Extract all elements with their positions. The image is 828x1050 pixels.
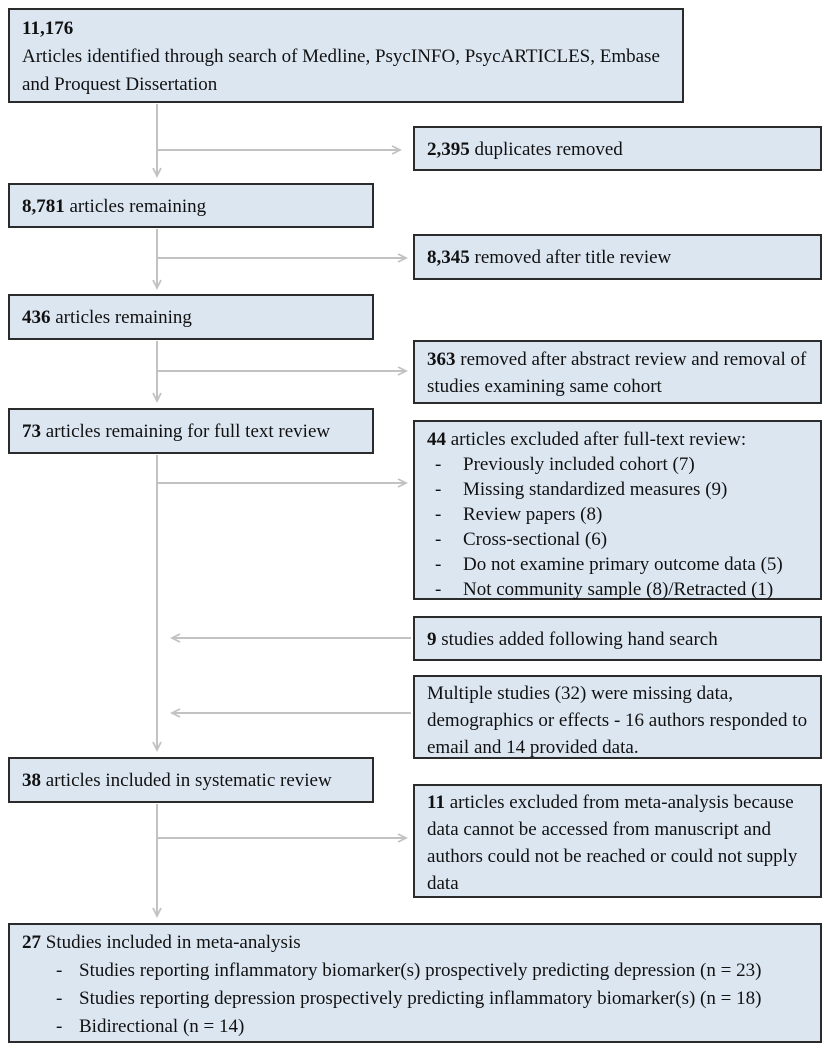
count-remaining-8781: 8,781 <box>22 196 65 217</box>
meta-analysis-item-text: Studies reporting inflammatory biomarker… <box>79 960 762 981</box>
count-remaining-436: 436 <box>22 307 51 328</box>
excluded-reason-text: Previously included cohort (7) <box>463 454 695 475</box>
box-hand-search: 9 studies added following hand search <box>413 616 822 661</box>
excluded-reason-text: Cross-sectional (6) <box>463 529 608 550</box>
label-title-removed: removed after title review <box>469 247 672 268</box>
dash-marker: - <box>435 579 442 600</box>
dash-marker: - <box>435 454 442 475</box>
dash-marker: - <box>435 504 442 525</box>
label-hand-search: studies added following hand search <box>436 629 718 650</box>
meta-analysis-item-text: Bidirectional (n = 14) <box>79 1016 245 1037</box>
excluded-reason-item: -Do not examine primary outcome data (5) <box>427 552 810 577</box>
excluded-reason-item: -Not community sample (8)/Retracted (1) <box>427 577 810 602</box>
box-remaining-8781: 8,781 articles remaining <box>8 183 374 228</box>
meta-analysis-heading: 27 Studies included in meta-analysis <box>22 929 810 957</box>
box-removed-title-review: 8,345 removed after title review <box>413 234 822 280</box>
label-remaining-436: articles remaining <box>50 307 192 328</box>
excluded-reason-text: Review papers (8) <box>463 504 603 525</box>
box-duplicates-removed: 2,395 duplicates removed <box>413 126 822 171</box>
box-fulltext-review: 73 articles remaining for full text revi… <box>8 408 374 454</box>
label-missing-data: Multiple studies (32) were missing data,… <box>427 683 808 758</box>
dash-marker: - <box>435 479 442 500</box>
label-remaining-8781: articles remaining <box>64 196 207 217</box>
count-excluded-meta: 11 <box>427 792 445 813</box>
count-hand-search: 9 <box>427 629 437 650</box>
count-fulltext: 73 <box>22 421 41 442</box>
label-identified: Articles identified through search of Me… <box>22 46 660 95</box>
label-excluded-fulltext: articles excluded after full-text review… <box>446 429 747 450</box>
meta-analysis-item: -Bidirectional (n = 14) <box>22 1013 810 1041</box>
count-abstract-removed: 363 <box>427 349 456 370</box>
label-systematic-review: articles included in systematic review <box>41 770 332 791</box>
count-identified: 11,176 <box>22 18 74 39</box>
box-articles-identified: 11,176 Articles identified through searc… <box>8 8 684 103</box>
box-systematic-review: 38 articles included in systematic revie… <box>8 757 374 803</box>
label-excluded-meta: articles excluded from meta-analysis bec… <box>427 792 798 894</box>
box-remaining-436: 436 articles remaining <box>8 294 374 340</box>
excluded-reason-item: -Cross-sectional (6) <box>427 527 810 552</box>
meta-analysis-item: -Studies reporting inflammatory biomarke… <box>22 957 810 985</box>
dash-marker: - <box>56 988 63 1009</box>
dash-marker: - <box>56 1016 63 1037</box>
count-title-removed: 8,345 <box>427 247 470 268</box>
label-fulltext: articles remaining for full text review <box>41 421 331 442</box>
box-removed-abstract-review: 363 removed after abstract review and re… <box>413 340 822 404</box>
meta-analysis-item-text: Studies reporting depression prospective… <box>79 988 762 1009</box>
box-excluded-fulltext: 44 articles excluded after full-text rev… <box>413 420 822 600</box>
excluded-fulltext-heading: 44 articles excluded after full-text rev… <box>427 427 810 452</box>
count-duplicates: 2,395 <box>427 139 470 160</box>
box-excluded-meta: 11 articles excluded from meta-analysis … <box>413 784 822 898</box>
count-excluded-fulltext: 44 <box>427 429 446 450</box>
excluded-reason-item: -Missing standardized measures (9) <box>427 477 810 502</box>
meta-analysis-item: -Studies reporting depression prospectiv… <box>22 985 810 1013</box>
dash-marker: - <box>435 554 442 575</box>
count-systematic-review: 38 <box>22 770 41 791</box>
label-meta-analysis: Studies included in meta-analysis <box>41 932 301 953</box>
dash-marker: - <box>56 960 63 981</box>
count-meta-analysis: 27 <box>22 932 41 953</box>
label-abstract-removed: removed after abstract review and remova… <box>427 349 807 397</box>
excluded-reason-item: -Review papers (8) <box>427 502 810 527</box>
dash-marker: - <box>435 529 442 550</box>
excluded-reason-text: Do not examine primary outcome data (5) <box>463 554 783 575</box>
box-meta-analysis: 27 Studies included in meta-analysis -St… <box>8 923 822 1043</box>
excluded-reason-text: Not community sample (8)/Retracted (1) <box>463 579 774 600</box>
excluded-reason-text: Missing standardized measures (9) <box>463 479 728 500</box>
excluded-reason-item: -Previously included cohort (7) <box>427 452 810 477</box>
box-missing-data: Multiple studies (32) were missing data,… <box>413 675 822 759</box>
label-duplicates: duplicates removed <box>469 139 623 160</box>
